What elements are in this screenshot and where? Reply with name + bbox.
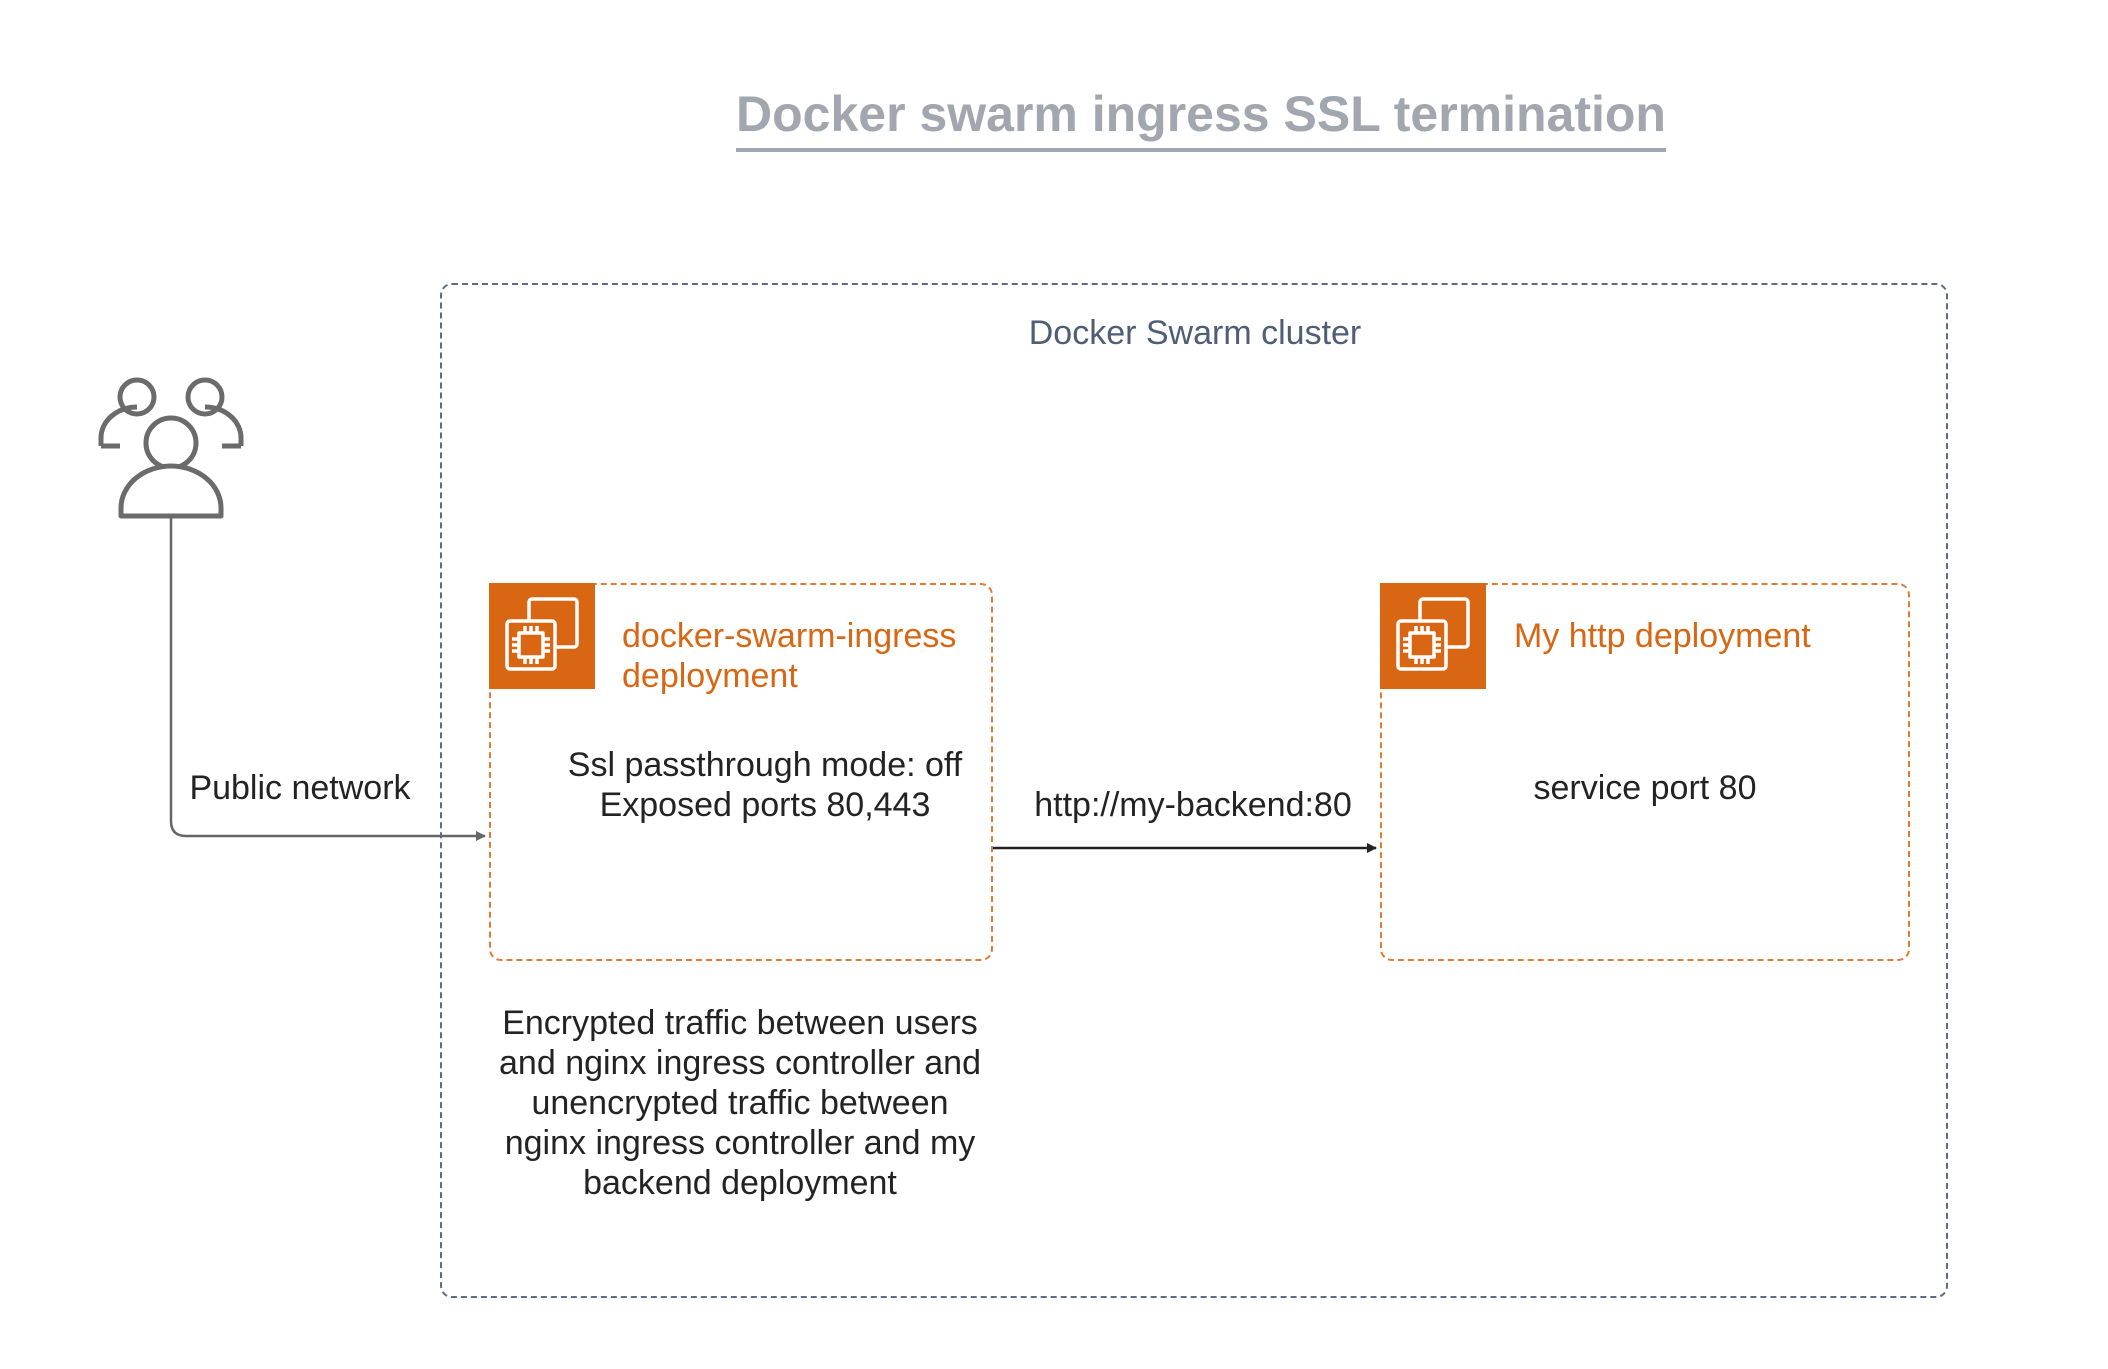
ec2-instance-icon [1380,583,1486,689]
traffic-note: Encrypted traffic between users and ngin… [499,1004,981,1202]
http-deployment-box[interactable] [1380,583,1910,961]
ingress-deployment-title: docker-swarm-ingress deployment [622,617,957,695]
public-network-label: Public network [189,769,411,807]
docker-swarm-cluster-boundary[interactable] [440,283,1948,1298]
service-port-text: service port 80 [1533,769,1757,807]
cluster-label: Docker Swarm cluster [1028,314,1362,352]
title-underline [736,148,1666,152]
ssl-passthrough-mode: Ssl passthrough mode: off [567,746,963,784]
ec2-instance-icon [489,583,595,689]
http-deployment-title: My http deployment [1514,617,1811,655]
users-icon[interactable] [98,377,244,519]
ingress-config-text: Ssl passthrough mode: off Exposed ports … [560,745,970,825]
diagram-title: Docker swarm ingress SSL termination [736,86,1666,142]
ingress-deployment-box[interactable] [489,583,993,961]
public-network-edge[interactable] [169,516,486,841]
exposed-ports: Exposed ports 80,443 [599,786,931,824]
backend-edge-label: http://my-backend:80 [1034,786,1352,824]
